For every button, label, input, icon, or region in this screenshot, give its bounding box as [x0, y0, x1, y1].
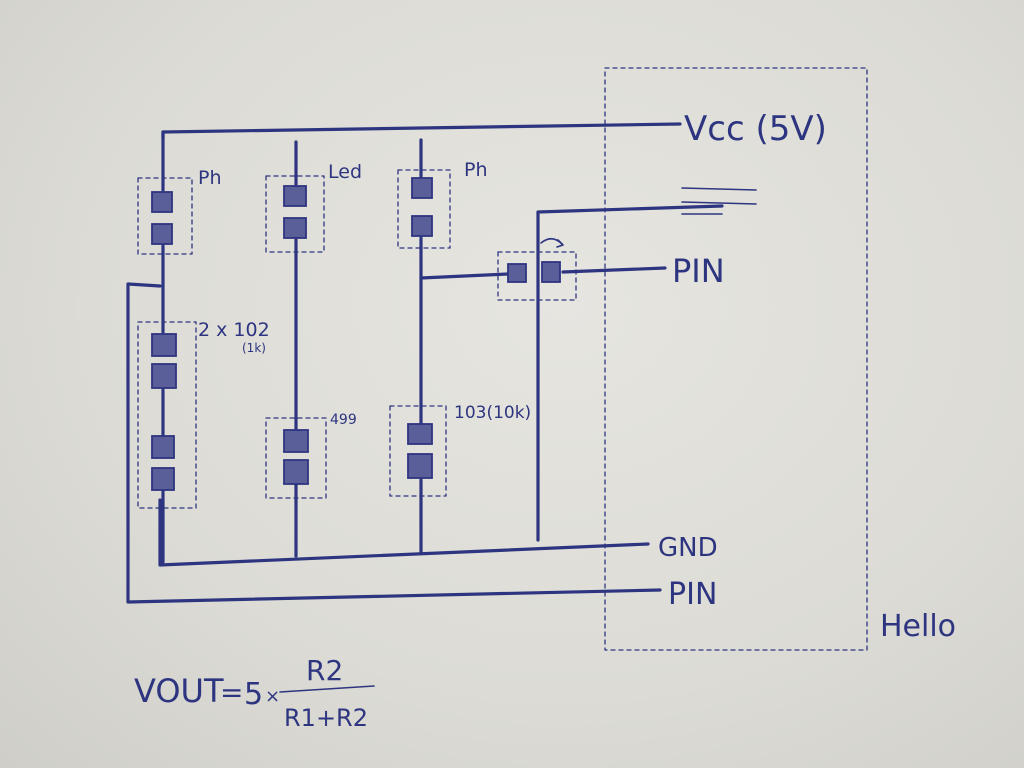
resistor-mid-label: 499 [330, 412, 357, 428]
module-outline [604, 67, 868, 651]
formula-numerator: R2 [306, 654, 343, 687]
vcc-label: Vcc (5V) [684, 109, 827, 149]
gnd-wire [158, 498, 650, 567]
resistor-pair-left [137, 321, 197, 509]
potentiometer [497, 237, 577, 301]
module-label: Hello [880, 609, 956, 644]
resistor-10k [389, 405, 447, 497]
formula-lhs: VOUT [134, 672, 224, 710]
gnd-label: GND [658, 533, 718, 563]
resistor-left-label: 2 x 102 [198, 319, 270, 341]
photoresistor-left [137, 177, 193, 255]
ph-left-label: Ph [198, 167, 222, 189]
pin-bottom-wire [126, 282, 662, 604]
formula-denominator: R1+R2 [284, 704, 368, 732]
resistor-left-value: (1k) [242, 341, 266, 355]
formula-times: × [265, 686, 280, 707]
pin-bottom-label: PIN [668, 577, 717, 612]
pin-top-label: PIN [672, 252, 725, 290]
ph-right-label: Ph [464, 159, 488, 181]
photoresistor-right [397, 169, 451, 249]
wiper-wire [536, 204, 724, 542]
resistor-499 [265, 417, 327, 499]
led-label: Led [328, 161, 362, 183]
vcc-wire [161, 122, 682, 140]
pin-top-wire [561, 266, 667, 274]
resistor-right-label: 103(10k) [454, 403, 531, 423]
fraction-bar [279, 685, 375, 693]
pot-branch-wire [419, 272, 510, 280]
formula-factor: 5 [244, 677, 263, 712]
voltage-divider-formula: VOUT = 5 × R2 R1+R2 [134, 654, 375, 732]
header-lines [681, 187, 757, 215]
led-component [265, 175, 325, 253]
formula-equals: = [220, 676, 243, 709]
